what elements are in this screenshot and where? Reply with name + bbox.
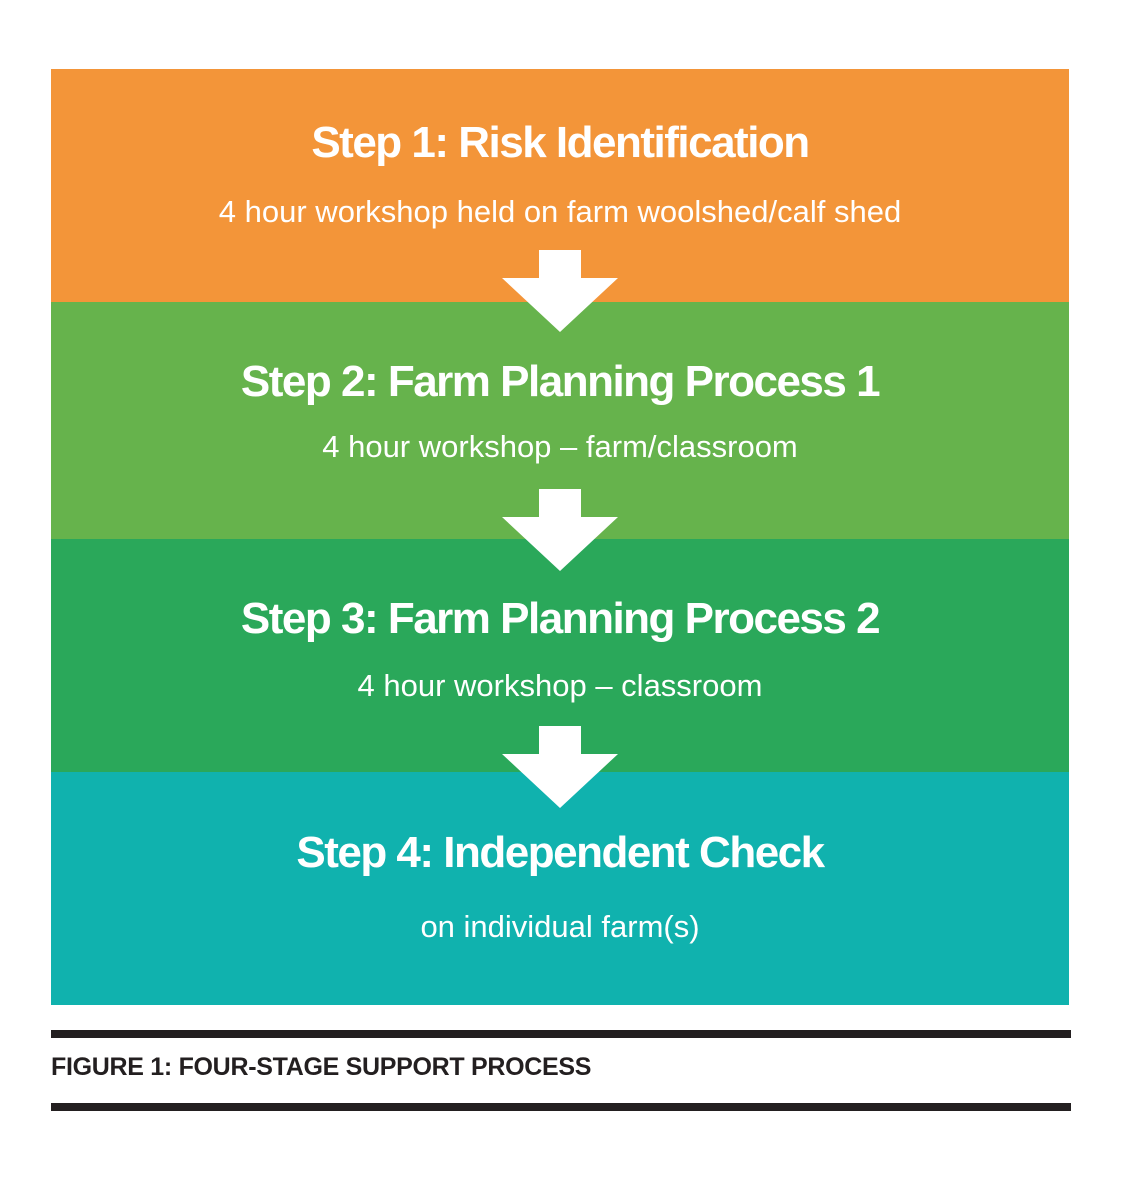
step-4-title: Step 4: Independent Check (296, 828, 825, 877)
down-arrow-icon (502, 250, 618, 332)
step-2-box: Step 2: Farm Planning Process 1 4 hour w… (51, 302, 1069, 539)
step-2-title: Step 2: Farm Planning Process 1 (240, 357, 881, 406)
figure-caption: FIGURE 1: FOUR-STAGE SUPPORT PROCESS (51, 1053, 592, 1081)
step-3-title: Step 3: Farm Planning Process 2 (240, 594, 881, 643)
caption-bottom-rule (51, 1103, 1071, 1111)
step-3-box: Step 3: Farm Planning Process 2 4 hour w… (51, 539, 1069, 772)
step-1-subtitle: 4 hour workshop held on farm woolshed/ca… (218, 194, 902, 229)
step-4-subtitle: on individual farm(s) (420, 909, 700, 944)
step-4-box: Step 4: Independent Check on individual … (51, 772, 1069, 1005)
step-2-subtitle: 4 hour workshop – farm/classroom (322, 429, 798, 464)
process-diagram: Step 1: Risk Identification 4 hour works… (51, 69, 1069, 1005)
step-3-subtitle: 4 hour workshop – classroom (357, 668, 763, 703)
step-1-title: Step 1: Risk Identification (311, 118, 810, 167)
down-arrow-icon (502, 489, 618, 571)
down-arrow-icon (502, 726, 618, 808)
caption-top-rule (51, 1030, 1071, 1038)
